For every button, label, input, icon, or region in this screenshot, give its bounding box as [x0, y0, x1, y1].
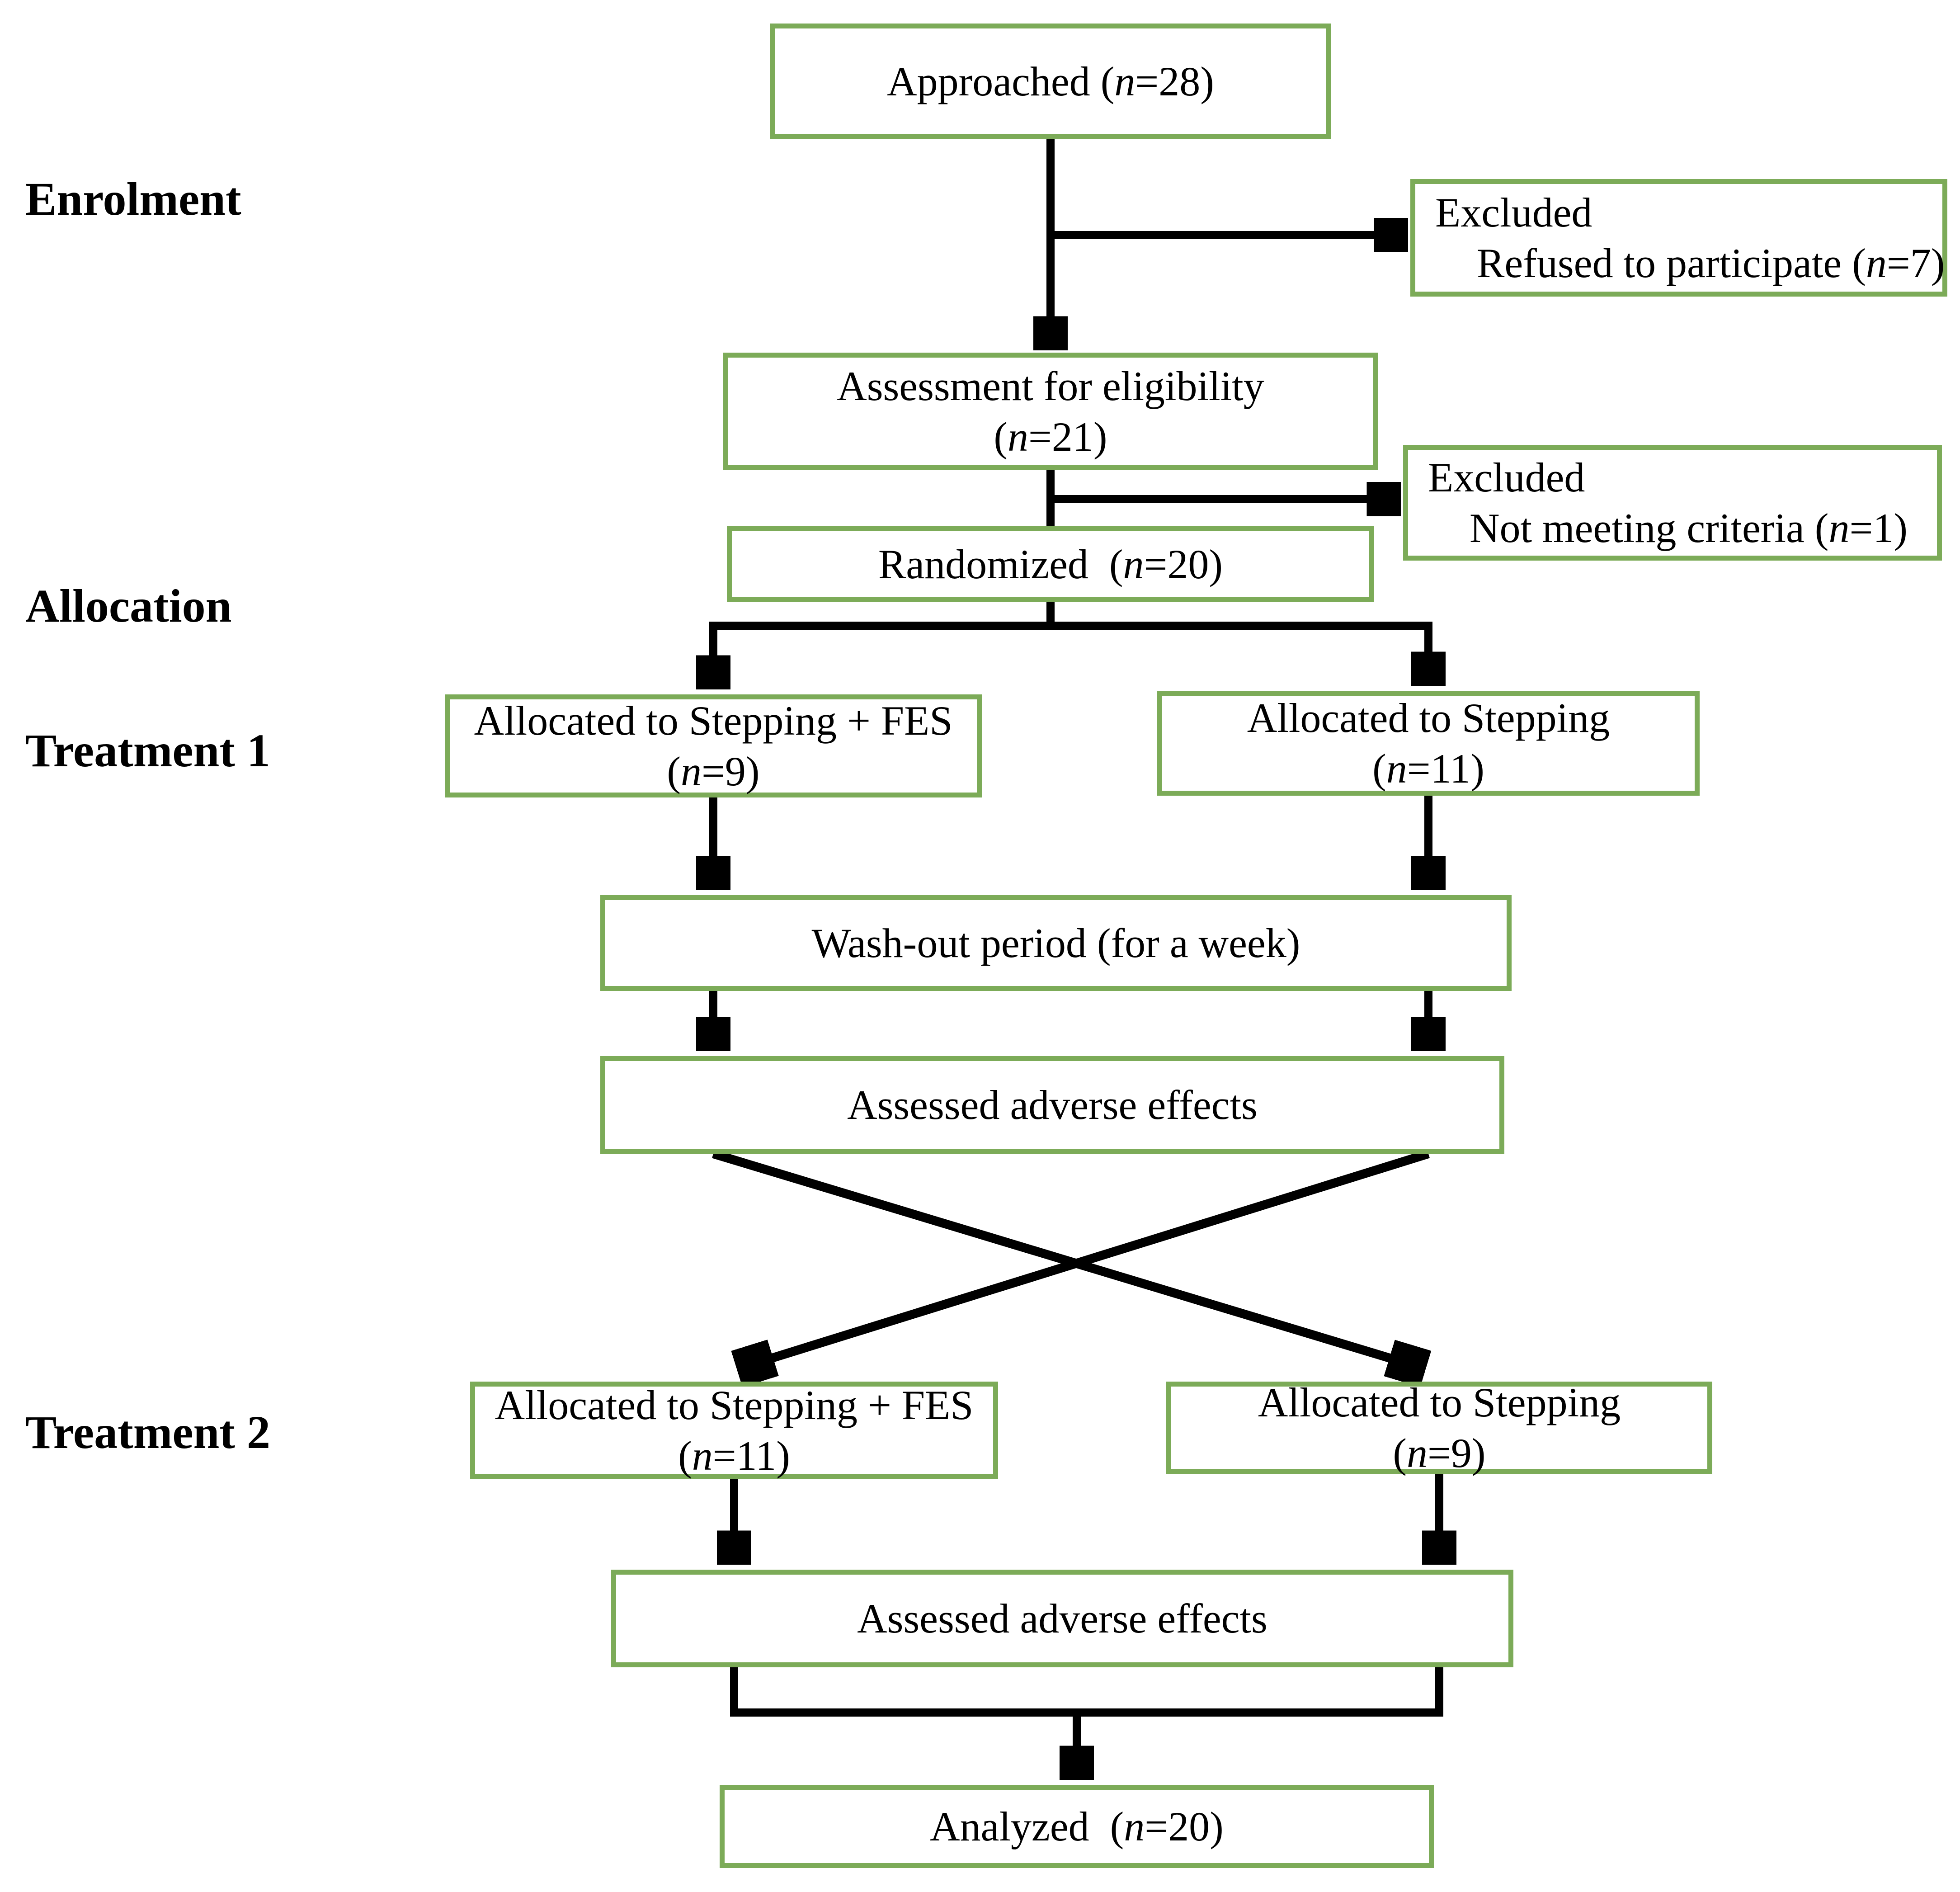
flow-box-washout-period: Wash-out period (for a week): [600, 895, 1512, 991]
flow-box-allocated-stepping-fes-treatment-2: Allocated to Stepping + FES(n=11): [470, 1382, 998, 1479]
flow-box-allocated-stepping-treatment-1: Allocated to Stepping(n=11): [1157, 691, 1700, 796]
stage-label-treatment-1: Treatment 1: [25, 725, 270, 777]
crossover-arrow-right-to-left: [746, 1149, 1430, 1366]
crossover-arrow-left-to-right: [712, 1149, 1417, 1366]
stage-label-enrolment: Enrolment: [25, 173, 241, 225]
flow-box-allocated-stepping-fes-treatment-1: Allocated to Stepping + FES(n=9): [445, 694, 982, 797]
flow-box-assessed-adverse-effects-2: Assessed adverse effects: [611, 1570, 1513, 1667]
flow-box-excluded-allocation: Excluded Not meeting criteria (n=1): [1403, 445, 1942, 561]
flow-box-analyzed: Analyzed (n=20): [720, 1785, 1434, 1868]
flow-box-assessed-adverse-effects-1: Assessed adverse effects: [600, 1056, 1504, 1154]
flow-box-allocated-stepping-treatment-2: Allocated to Stepping(n=9): [1166, 1379, 1712, 1476]
flow-box-randomized: Randomized (n=20): [727, 526, 1374, 602]
flow-box-excluded-enrolment: Excluded Refused to participate (n=7): [1410, 179, 1947, 297]
flow-box-approached: Approached (n=28): [770, 24, 1331, 139]
stage-label-treatment-2: Treatment 2: [25, 1406, 270, 1458]
flow-box-assessment-for-eligibility: Assessment for eligibility(n=21): [723, 353, 1378, 470]
stage-label-allocation: Allocation: [25, 580, 232, 632]
